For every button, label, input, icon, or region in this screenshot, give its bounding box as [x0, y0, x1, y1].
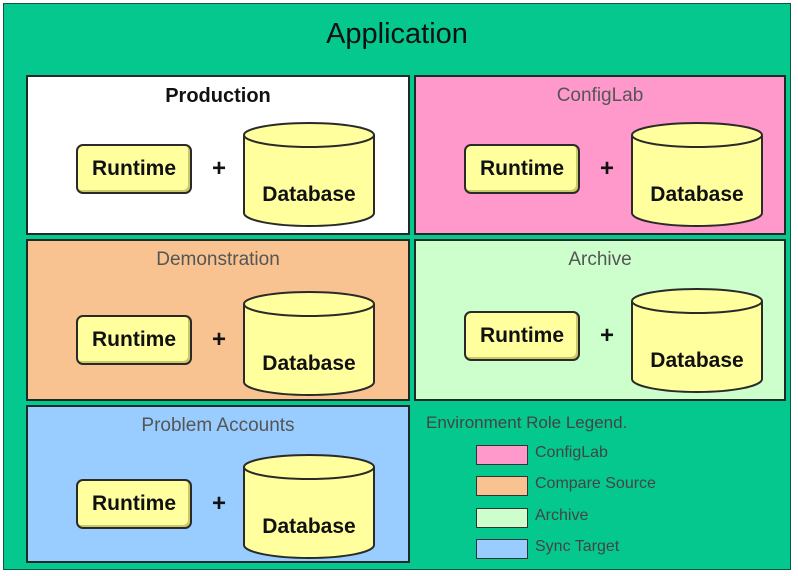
- database-cylinder: Database: [630, 121, 764, 229]
- panel-title: Production: [165, 85, 271, 107]
- runtime-box: Runtime: [464, 311, 580, 361]
- legend-swatch: [476, 445, 528, 465]
- panel-title: ConfigLab: [556, 85, 644, 106]
- plus-sign: +: [599, 322, 614, 349]
- database-label: Database: [262, 183, 356, 206]
- legend-label: Sync Target: [535, 538, 620, 555]
- demonstration-panel: Demonstration Runtime + Database: [26, 239, 410, 401]
- database-label: Database: [262, 515, 356, 538]
- archive-panel: Archive Runtime + Database: [414, 239, 786, 401]
- legend-title: Environment Role Legend.: [426, 413, 628, 432]
- database-cylinder: Database: [630, 287, 764, 395]
- production-panel: Production Runtime + Database: [26, 75, 410, 235]
- legend-swatch: [476, 476, 528, 496]
- plus-sign: +: [211, 155, 226, 182]
- legend-swatch: [476, 508, 528, 528]
- panel-title: Problem Accounts: [141, 415, 295, 436]
- database-label: Database: [650, 183, 744, 206]
- legend-swatch: [476, 539, 528, 559]
- legend-label: Compare Source: [535, 475, 656, 492]
- plus-sign: +: [211, 490, 226, 517]
- problem-accounts-panel: Problem Accounts Runtime + Database: [26, 405, 410, 563]
- runtime-box: Runtime: [464, 144, 580, 194]
- runtime-box: Runtime: [76, 479, 192, 529]
- configlab-panel: ConfigLab Runtime + Database: [414, 75, 786, 235]
- legend-label: Archive: [535, 507, 589, 524]
- database-cylinder: Database: [242, 453, 376, 561]
- application-frame: Application Production Runtime + Databas…: [3, 3, 791, 570]
- database-cylinder: Database: [242, 290, 376, 398]
- plus-sign: +: [211, 326, 226, 353]
- panel-title: Archive: [568, 249, 632, 270]
- database-label: Database: [262, 352, 356, 375]
- legend-label: ConfigLab: [535, 444, 608, 461]
- application-title: Application: [326, 18, 468, 50]
- database-cylinder: Database: [242, 121, 376, 229]
- database-label: Database: [650, 349, 744, 372]
- panel-title: Demonstration: [156, 249, 280, 270]
- runtime-box: Runtime: [76, 315, 192, 365]
- plus-sign: +: [599, 155, 614, 182]
- runtime-box: Runtime: [76, 144, 192, 194]
